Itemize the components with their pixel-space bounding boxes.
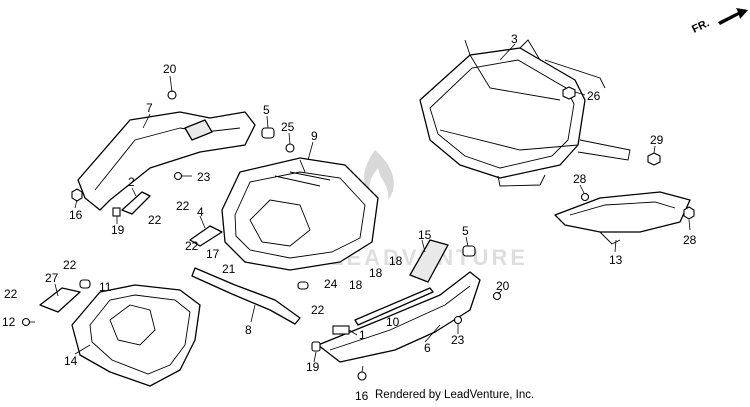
part-3-frame (419, 39, 631, 187)
callout-7: 7 (146, 101, 153, 115)
fastener-5-lower (462, 245, 476, 257)
callout-17: 17 (206, 247, 220, 261)
fastener-19-lower (311, 341, 321, 352)
callout-23b: 23 (451, 333, 465, 347)
callout-13: 13 (609, 253, 623, 267)
callout-28b: 28 (683, 233, 697, 247)
callout-21: 21 (222, 262, 236, 276)
callout-18b: 18 (369, 266, 383, 280)
direction-arrow-icon (718, 8, 748, 25)
fastener-25 (285, 143, 295, 153)
callout-18a: 18 (349, 278, 363, 292)
callout-22b: 22 (148, 213, 162, 227)
callout-27: 27 (45, 271, 59, 285)
part-10-rod (354, 287, 434, 326)
callout-22e: 22 (4, 287, 18, 301)
callout-14: 14 (64, 354, 78, 368)
callout-16b: 16 (355, 389, 369, 403)
direction-label: FR. (690, 17, 711, 35)
part-14-floor-tray (71, 284, 201, 387)
callout-26: 26 (587, 89, 601, 103)
callout-2: 2 (128, 175, 135, 189)
callout-28a: 28 (573, 172, 587, 186)
callout-numbers: 1 2 3 4 5 5 6 7 8 9 10 11 12 13 14 15 16… (2, 32, 697, 403)
callout-1: 1 (359, 328, 366, 342)
fastener-29 (647, 152, 661, 166)
callout-24: 24 (324, 277, 338, 291)
callout-22f: 22 (311, 303, 325, 317)
part-8-strip (191, 267, 301, 325)
fastener-12 (21, 317, 31, 327)
fastener-20-top (167, 90, 177, 100)
fastener-20-lower (492, 291, 502, 301)
callout-22d: 22 (63, 258, 77, 272)
fastener-26 (562, 86, 576, 100)
fastener-28-lower (683, 206, 695, 220)
callout-6: 6 (424, 341, 431, 355)
callout-19b: 19 (306, 360, 320, 374)
part-13-bracket (554, 191, 691, 245)
callout-15: 15 (418, 228, 432, 242)
credit-text: Rendered by LeadVenture, Inc. (375, 389, 535, 401)
part-2-bracket (121, 191, 151, 215)
part-4-bracket (189, 225, 223, 247)
callout-20b: 20 (496, 279, 510, 293)
callout-23a: 23 (197, 170, 211, 184)
callout-5b: 5 (462, 224, 469, 238)
callout-3: 3 (511, 32, 518, 46)
callout-25: 25 (281, 120, 295, 134)
callout-11: 11 (99, 280, 112, 294)
callout-16a: 16 (69, 208, 83, 222)
fastener-16-lower (357, 371, 367, 381)
callout-12: 12 (2, 315, 16, 329)
callout-8: 8 (245, 323, 252, 337)
fastener-23-lower (453, 315, 463, 325)
fastener-1 (332, 325, 350, 335)
part-6-lower-cover (317, 271, 481, 363)
callout-5a: 5 (263, 103, 270, 117)
callout-9: 9 (311, 129, 318, 143)
fastener-28-upper (580, 192, 590, 202)
part-15-plate (409, 239, 449, 283)
front-direction-indicator: FR. (690, 8, 748, 36)
part-9-tray (221, 157, 379, 271)
callout-20a: 20 (163, 62, 177, 76)
callout-10: 10 (386, 315, 400, 329)
callout-4: 4 (197, 205, 204, 219)
fastener-23-upper (173, 171, 183, 181)
callout-18c: 18 (389, 254, 403, 268)
fastener-24 (297, 281, 309, 290)
fastener-19-upper (112, 207, 121, 217)
callout-22a: 22 (176, 199, 190, 213)
fastener-5-grommet (261, 127, 275, 139)
leader-lines (29, 43, 691, 373)
part-27-latch (39, 287, 81, 313)
callout-19a: 19 (111, 223, 125, 237)
callout-29: 29 (650, 133, 664, 147)
fastener-11 (79, 279, 91, 289)
part-7-side-cover (77, 111, 256, 211)
fastener-16-upper (71, 188, 83, 202)
callout-22c: 22 (185, 239, 199, 253)
